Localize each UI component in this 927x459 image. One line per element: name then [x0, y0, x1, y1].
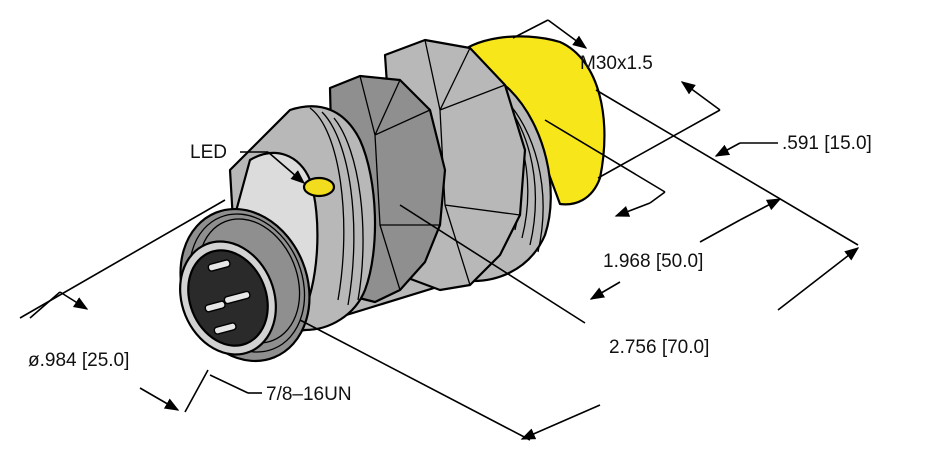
dimension-lines [19, 19, 860, 441]
thread-length-label: 1.968 [50.0] [603, 251, 703, 272]
connector-pins [204, 259, 251, 335]
connector-thread-label: 7/8–16UN [266, 384, 352, 405]
sensor-body [179, 35, 606, 363]
led-indicator [302, 176, 336, 198]
dimension-labels: M30x1.5 .591 [15.0] 1.968 [50.0] 2.756 [… [28, 53, 872, 405]
led-label: LED [190, 142, 227, 163]
rear-threads [309, 107, 364, 306]
face-length-label: .591 [15.0] [782, 133, 872, 154]
diameter-label: ø.984 [25.0] [28, 350, 129, 371]
overall-length-label: 2.756 [70.0] [609, 337, 709, 358]
thread-spec-label: M30x1.5 [580, 53, 653, 74]
